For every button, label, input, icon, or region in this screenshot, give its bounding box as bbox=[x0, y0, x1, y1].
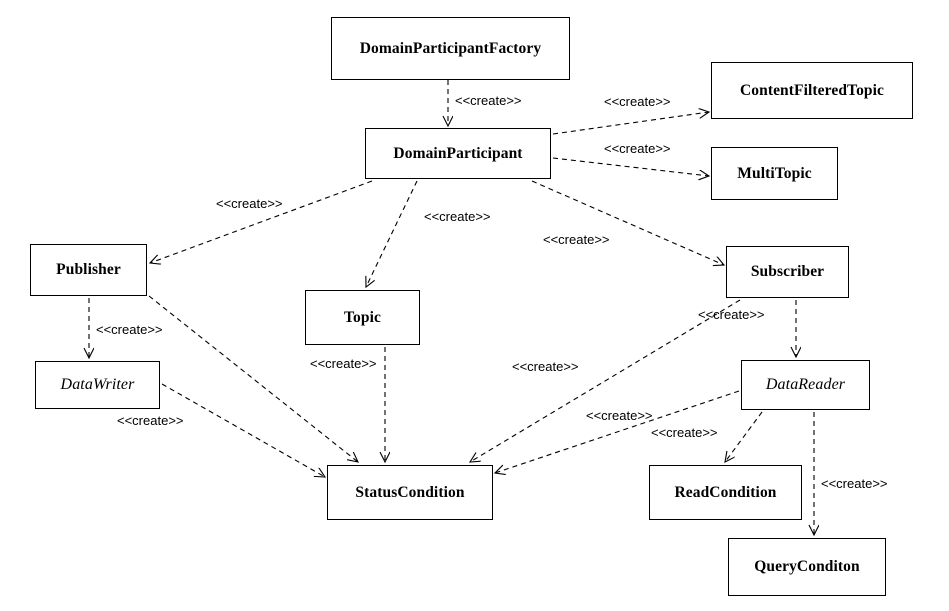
class-box-topic[interactable]: Topic bbox=[305, 290, 420, 345]
edge-dp-to-cft bbox=[552, 112, 709, 135]
edge-datawriter-to-statuscondition bbox=[161, 383, 325, 477]
class-name-contentFilteredTopic: ContentFilteredTopic bbox=[739, 81, 885, 99]
class-name-subscriber: Subscriber bbox=[750, 263, 825, 281]
edge-label-datareader-to-readcondition: <<create>> bbox=[651, 425, 718, 440]
class-name-statusCondition: StatusCondition bbox=[355, 483, 465, 501]
class-box-readCondition[interactable]: ReadCondition bbox=[649, 465, 802, 520]
class-box-queryConditon[interactable]: QueryConditon bbox=[728, 538, 886, 596]
class-name-dataWriter: DataWriter bbox=[60, 376, 135, 394]
edge-label-dp-to-mt: <<create>> bbox=[604, 141, 671, 156]
edge-datareader-to-readcondition bbox=[725, 411, 763, 462]
class-box-dataReader[interactable]: DataReader bbox=[741, 360, 870, 410]
edge-dp-to-subscriber bbox=[531, 180, 724, 265]
edge-label-datareader-to-queryconditon: <<create>> bbox=[821, 476, 888, 491]
edge-label-subscriber-to-datareader: <<create>> bbox=[698, 307, 765, 322]
class-name-domainParticipantFactory: DomainParticipantFactory bbox=[359, 39, 542, 57]
edge-dp-to-publisher bbox=[150, 180, 373, 263]
class-box-domainParticipantFactory[interactable]: DomainParticipantFactory bbox=[331, 17, 570, 80]
edge-label-dpf-to-dp: <<create>> bbox=[455, 93, 522, 108]
edge-label-dp-to-cft: <<create>> bbox=[604, 94, 671, 109]
class-name-readCondition: ReadCondition bbox=[674, 483, 777, 501]
edge-label-dp-to-subscriber: <<create>> bbox=[543, 232, 610, 247]
class-name-dataReader: DataReader bbox=[765, 376, 846, 394]
class-box-publisher[interactable]: Publisher bbox=[30, 244, 147, 296]
class-box-dataWriter[interactable]: DataWriter bbox=[35, 361, 160, 409]
class-box-multiTopic[interactable]: MultiTopic bbox=[711, 147, 838, 200]
edge-label-dp-to-topic: <<create>> bbox=[424, 209, 491, 224]
class-box-statusCondition[interactable]: StatusCondition bbox=[327, 465, 493, 520]
edge-dp-to-topic bbox=[366, 180, 418, 287]
edge-dp-to-mt bbox=[552, 157, 709, 176]
edge-label-topic-to-statuscondition: <<create>> bbox=[310, 356, 377, 371]
edge-label-dp-to-publisher: <<create>> bbox=[216, 196, 283, 211]
edge-label-datawriter-to-statuscondition: <<create>> bbox=[117, 413, 184, 428]
class-box-subscriber[interactable]: Subscriber bbox=[726, 246, 849, 298]
class-name-queryConditon: QueryConditon bbox=[754, 558, 860, 576]
class-box-contentFilteredTopic[interactable]: ContentFilteredTopic bbox=[711, 62, 913, 119]
class-name-domainParticipant: DomainParticipant bbox=[393, 144, 523, 162]
class-name-topic: Topic bbox=[344, 308, 381, 326]
class-box-domainParticipant[interactable]: DomainParticipant bbox=[365, 128, 551, 179]
class-name-publisher: Publisher bbox=[56, 261, 121, 279]
class-name-multiTopic: MultiTopic bbox=[737, 164, 812, 182]
edge-label-datareader-to-statuscondition: <<create>> bbox=[586, 408, 653, 423]
edge-label-subscriber-to-statuscondition: <<create>> bbox=[512, 359, 579, 374]
edge-label-publisher-to-datawriter: <<create>> bbox=[96, 322, 163, 337]
